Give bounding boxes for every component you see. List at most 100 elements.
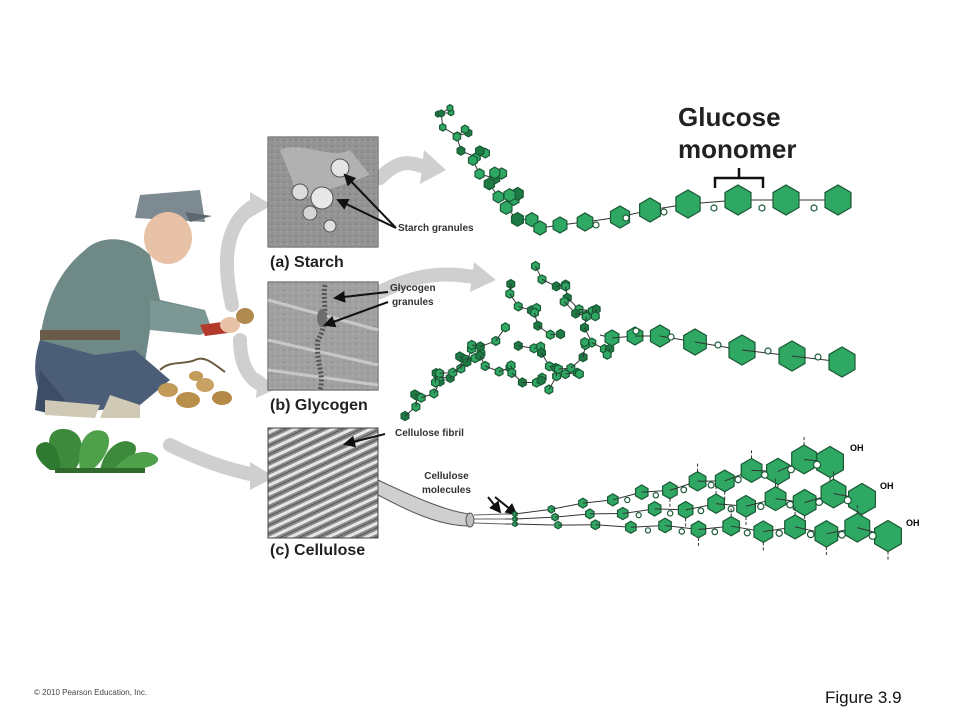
- glucose-monomer-label: Glucose monomer: [678, 101, 796, 165]
- glycogen-granules-line2: granules: [391, 297, 434, 308]
- oxygen-link: [660, 208, 668, 216]
- glucose-hexagon: [556, 328, 566, 340]
- oxygen-link: [810, 204, 818, 212]
- cellulose-molecule-pointers: [487, 496, 518, 516]
- arrow-plant-to-cellulose: [163, 438, 262, 482]
- panel-name-starch: Starch: [294, 254, 344, 271]
- glucose-hexagon: [529, 307, 540, 318]
- glucose-hexagon: [844, 512, 871, 543]
- glucose-hexagon: [544, 384, 554, 395]
- glucose-hexagon: [510, 211, 525, 227]
- oxygen-link: [760, 471, 769, 479]
- man-illustration: [35, 190, 240, 418]
- glucose-hexagon: [824, 184, 852, 216]
- panel-letter-a: (a): [270, 254, 290, 271]
- glucose-hexagon: [553, 363, 563, 375]
- glucose-hexagon: [576, 212, 594, 232]
- oxygen-link: [652, 491, 660, 499]
- cellulose-molecules-line1: Cellulose: [424, 471, 469, 482]
- glucose-hexagon: [815, 445, 845, 479]
- oxygen-link: [666, 510, 674, 517]
- oxygen-link: [711, 528, 719, 536]
- oxygen-link: [592, 221, 600, 229]
- glucose-hexagon: [847, 482, 877, 516]
- glucose-hexagon: [658, 517, 672, 534]
- glucose-hexagon: [772, 184, 800, 216]
- glycogen-granules-line1: Glycogen: [390, 283, 436, 294]
- glucose-hexagon: [533, 220, 547, 236]
- bond-line: [514, 523, 559, 526]
- arrow-glycogen-to-chain: [373, 267, 485, 299]
- glucose-hexagon: [707, 493, 726, 514]
- glucose-hexagon: [547, 504, 556, 514]
- panel-label-glycogen: (b) Glycogen: [270, 397, 368, 415]
- panel-letter-b: (b): [270, 397, 291, 414]
- oxygen-link: [710, 204, 718, 212]
- glucose-hexagon: [416, 392, 426, 403]
- oxygen-link: [734, 475, 742, 484]
- glucose-hexagon: [584, 508, 595, 520]
- oxygen-link: [868, 531, 877, 540]
- oxygen-link: [757, 502, 765, 511]
- glucose-hexagon: [503, 188, 516, 203]
- glucose-hexagon: [474, 168, 485, 180]
- arrow-to-starch-micrograph: [219, 198, 262, 312]
- glucose-hexagon: [411, 401, 421, 412]
- oxygen-link: [786, 500, 794, 509]
- glucose-hexagon: [791, 444, 818, 475]
- glucose-hexagon: [537, 274, 547, 285]
- glucose-hexagon: [439, 123, 447, 132]
- panel-name-glycogen: Glycogen: [294, 397, 368, 414]
- oxygen-link: [812, 460, 822, 469]
- glucose-hexagon: [675, 189, 701, 219]
- oh-label-top: OH: [850, 443, 864, 453]
- oxygen-link: [764, 347, 772, 355]
- oxygen-link: [714, 341, 722, 349]
- oxygen-link: [624, 496, 631, 504]
- glucose-hexagon: [429, 388, 439, 399]
- glucose-hexagon: [814, 520, 839, 548]
- bond-line: [555, 513, 590, 518]
- glucose-hexagon: [609, 205, 631, 229]
- bond-line: [514, 516, 556, 520]
- bond-line: [514, 508, 552, 515]
- glucose-hexagon: [616, 506, 629, 521]
- glucose-hexagon: [500, 322, 510, 333]
- cellulose-micrograph: [267, 427, 379, 539]
- glucose-monomer-line2: monomer: [678, 134, 797, 164]
- glucose-hexagon: [552, 216, 568, 234]
- glucose-hexagon: [690, 520, 707, 539]
- glucose-hexagon: [483, 177, 495, 191]
- glucose-hexagon: [688, 471, 707, 492]
- glucose-hexagon: [437, 109, 445, 118]
- oxygen-link: [680, 486, 688, 494]
- panel-label-starch: (a) Starch: [270, 254, 344, 272]
- oxygen-link: [697, 507, 705, 515]
- oxygen-link: [743, 529, 751, 537]
- glucose-hexagon: [828, 346, 856, 378]
- monomer-bracket: [713, 168, 765, 188]
- flow-arrowheads: [250, 150, 496, 490]
- panel-letter-c: (c): [270, 542, 290, 559]
- glucose-hexagon: [578, 497, 588, 509]
- oxygen-link: [815, 498, 824, 507]
- glucose-hexagon: [792, 488, 817, 517]
- cellulose-molecules-label: Cellulose molecules: [422, 470, 471, 498]
- glucose-hexagon: [533, 320, 543, 331]
- glucose-hexagon: [499, 200, 513, 215]
- glucose-hexagon: [536, 375, 546, 386]
- cellulose-molecules-line2: molecules: [422, 485, 471, 496]
- glucose-hexagon: [661, 481, 678, 500]
- oxygen-link: [843, 496, 852, 505]
- cellulose-chains: [505, 435, 903, 562]
- glycogen-micrograph: [267, 281, 379, 391]
- glucose-hexagon: [475, 145, 485, 157]
- panel-label-cellulose: (c) Cellulose: [270, 542, 365, 560]
- glucose-hexagon: [448, 367, 458, 378]
- potatoes: [158, 357, 232, 408]
- oxygen-link: [787, 465, 795, 474]
- oh-label-bottom: OH: [906, 518, 920, 528]
- copyright-notice: © 2010 Pearson Education, Inc.: [34, 688, 148, 697]
